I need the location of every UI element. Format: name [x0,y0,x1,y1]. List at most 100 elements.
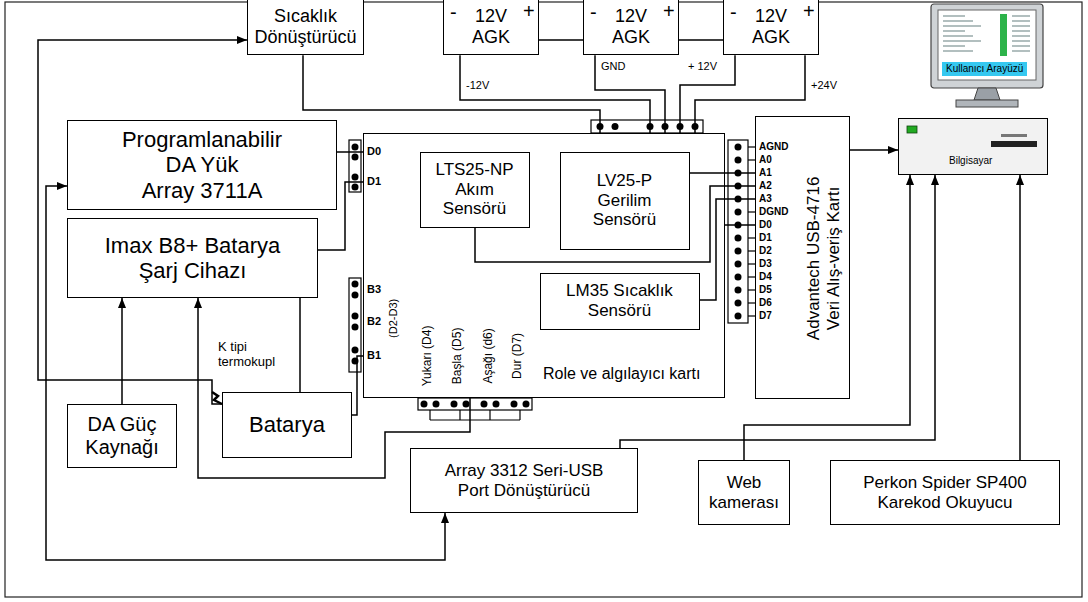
monitor-frame [931,4,1043,88]
pin-label: D1 [759,232,772,244]
terminal-pin [352,144,359,151]
pin-wire [748,146,755,147]
screen-line [1012,35,1030,37]
text-line: Port Dönüştürücü [445,481,604,501]
pin-label: D0 [367,145,381,158]
node-text: Role ve algılayıcı kartı [543,365,700,383]
pin-label: A2 [759,180,772,192]
node-text: - [590,1,597,24]
camera-box: Web kamerası [698,460,790,525]
node-text: Array 3312 Seri-USB Port Dönüştürücü [445,461,604,500]
text-line: Sensörü [593,210,656,230]
pin-wire [748,315,755,316]
button-label: Aşağı (d6) [481,328,495,383]
screen-line [1012,15,1030,17]
relay-card: Role ve algılayıcı kartı LTS25-NP Akım Se… [363,133,725,398]
button-pins [421,401,530,408]
pin-label: D3 [759,258,772,270]
connector [303,55,600,133]
connector [352,356,363,415]
monitor-screen [938,10,1036,80]
terminal-pin [352,281,359,288]
text-line: 12V [612,6,650,27]
connector [121,298,123,404]
text-line: AGK [612,27,650,48]
power-source-box: DA Güç Kaynağı [67,404,177,468]
sensor-note: K tipi termokupl [218,340,275,370]
pin-wire [748,263,755,264]
sensor-box: LV25-P Gerilim Sensörü [560,152,690,250]
text-line: DA Güç [85,413,158,436]
connector [299,298,301,392]
drive-slot [1001,134,1027,137]
power-supply-box: -12V AGK+ [723,0,819,55]
pin-wire [748,159,755,160]
header-pin [735,235,742,242]
voltage-label: GND [601,60,625,73]
node-text: Imax B8+ Batarya Şarj Cihazı [105,233,280,284]
text-line: Advantech USB-4716 [804,176,824,340]
text-line: DA Yük [122,152,282,177]
screen-line [1012,25,1030,27]
node-text: 12V AGK [612,6,650,47]
header-pins [735,144,742,320]
power-supply-box: -12V AGK + [443,0,539,55]
node-text: Bilgisayar [949,155,992,167]
connector [725,224,755,226]
node-text: DA Güç Kaynağı [85,413,158,459]
text-line: Dönüştürücü [254,27,356,48]
text-line: Gerilim [593,191,656,211]
text-line: Sensörü [566,301,673,321]
text-line: Array 3711A [122,178,282,203]
text-line: termokupl [218,355,275,370]
text-line: 12V [472,6,510,27]
pin-header [728,140,748,323]
terminal-pin [352,184,359,191]
pin-label: D0 [759,219,772,231]
header-pin [735,287,742,294]
screen-line [1012,30,1030,32]
pin-label: B3 [367,283,381,296]
monitor-drawing [928,2,1046,110]
battery-box: Batarya [222,392,352,458]
terminal-pin [612,123,619,130]
connector [1019,175,1021,460]
button-label: Dur (D7) [511,333,525,379]
pin-wire [748,211,755,212]
text-line: Programlanabilir [122,127,282,152]
button-wires [430,410,520,420]
node-text: - [730,1,737,24]
button-label: Yukarı (D4) [421,326,435,387]
power-supply-box: -12V AGK + [583,0,679,55]
pin-wire [748,250,755,251]
pin-wire [748,237,755,238]
connector [46,186,445,560]
terminal-pin [421,401,428,408]
connector [700,199,756,300]
text-line: AGK [472,27,510,48]
voltage-label: +24V [811,79,837,92]
pin-label: D1 [367,175,381,188]
text-line: Array 3312 Seri-USB [445,461,604,481]
pin-label: D5 [759,284,772,296]
terminal-block [591,120,703,133]
node-text: - [450,1,457,24]
terminal-pin [511,401,518,408]
terminal-block [349,140,361,192]
pin-label: AGND [759,141,788,153]
header-pin [735,300,742,307]
node-text: Web kamerası [709,473,779,512]
scanner-box: Perkon Spider SP400 Karekod Okuyucu [830,460,1060,525]
button-wire [519,410,520,420]
pin-label: D4 [759,271,772,283]
connector [595,55,665,133]
voltage-label: + 12V [688,60,717,73]
node-text: + [523,0,535,23]
connector [460,55,650,133]
header-pin [735,274,742,281]
node-text: + [663,0,675,23]
node-text: LTS25-NP Akım Sensörü [435,160,513,219]
text-line: 12V [752,6,790,27]
connector [850,149,898,151]
